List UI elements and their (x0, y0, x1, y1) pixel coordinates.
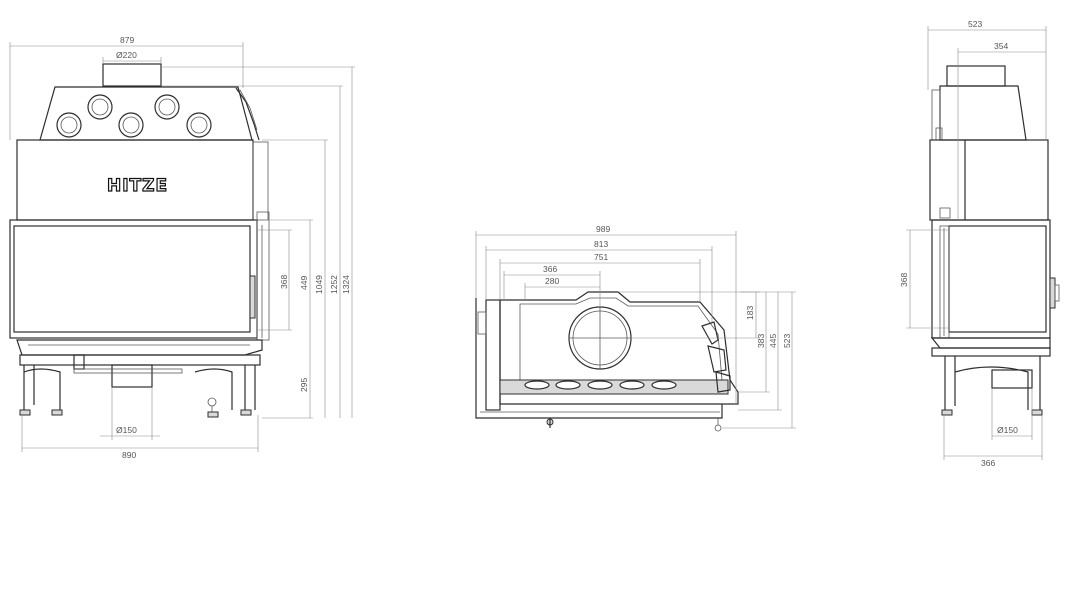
flue-icon (568, 306, 632, 370)
dim-width-top: 879 (120, 35, 134, 45)
brand-logo: HITZE (107, 176, 168, 196)
dim-height-449: 449 (299, 276, 309, 290)
dim-side-flue-bottom: Ø150 (997, 425, 1018, 435)
outlet-hole-icon (56, 94, 212, 138)
top-view: 989 813 751 366 280 183 383 445 523 (475, 224, 796, 432)
dim-depth-445: 445 (768, 334, 778, 348)
dim-height-1252: 1252 (329, 275, 339, 294)
dim-flue-top: Ø220 (116, 50, 137, 60)
dim-depth-183: 183 (745, 306, 755, 320)
front-view: HITZE (9, 35, 355, 460)
dim-width-bottom: 890 (122, 450, 136, 460)
side-view: 523 354 368 Ø150 366 (899, 19, 1060, 468)
dim-height-1324: 1324 (341, 275, 351, 294)
dim-width-751: 751 (594, 252, 608, 262)
dim-height-368: 368 (279, 275, 289, 289)
air-inlet-icon (524, 380, 677, 390)
dim-depth-523: 523 (782, 334, 792, 348)
dim-depth-383: 383 (756, 334, 766, 348)
dim-base-height: 295 (299, 378, 309, 392)
dim-height-1049: 1049 (314, 275, 324, 294)
dim-side-depth: 523 (968, 19, 982, 29)
dim-width-280: 280 (545, 276, 559, 286)
dim-flue-bottom: Ø150 (116, 425, 137, 435)
dim-width-989: 989 (596, 224, 610, 234)
dim-side-base-depth: 366 (981, 458, 995, 468)
dim-width-813: 813 (594, 239, 608, 249)
dim-side-flue-offset: 354 (994, 41, 1008, 51)
dim-width-366: 366 (543, 264, 557, 274)
dim-side-glass-height: 368 (899, 273, 909, 287)
